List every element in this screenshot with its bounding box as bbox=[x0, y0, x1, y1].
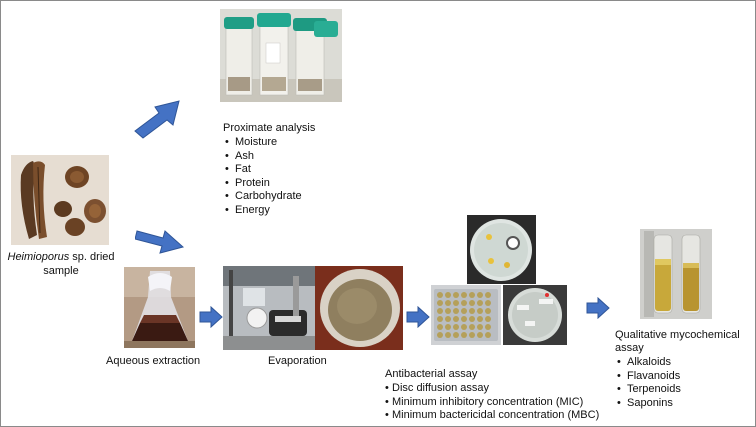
list-item: Protein bbox=[223, 177, 315, 191]
list-item: Moisture bbox=[223, 136, 315, 150]
antibacterial-title: Antibacterial assay bbox=[385, 368, 478, 380]
arrow-to-mycochemical bbox=[586, 297, 610, 319]
arrow-to-proximate bbox=[134, 100, 180, 139]
arrow-to-evaporation bbox=[199, 306, 223, 328]
aqueous-extraction-photo bbox=[124, 267, 195, 348]
list-item: Ash bbox=[223, 150, 315, 164]
sample-caption: Heimioporus sp. dried sample bbox=[5, 250, 117, 278]
list-item: Energy bbox=[223, 204, 315, 218]
antibacterial-block: Antibacterial assay Disc diffusion assay… bbox=[385, 368, 599, 423]
evaporated-extract-photo bbox=[315, 266, 403, 350]
arrow-to-extraction bbox=[135, 230, 185, 254]
microplate-photo bbox=[431, 285, 501, 345]
dried-sample-photo bbox=[11, 155, 109, 245]
list-item: Minimum bactericidal concentration (MBC) bbox=[385, 409, 599, 423]
genus-name: Heimioporus bbox=[7, 251, 70, 263]
proximate-vials-photo bbox=[220, 9, 342, 102]
mycochemical-title-line1: Qualitative mycochemical bbox=[615, 329, 740, 341]
proximate-block: Proximate analysis Moisture Ash Fat Prot… bbox=[223, 122, 315, 218]
list-item: Fat bbox=[223, 163, 315, 177]
proximate-list: Moisture Ash Fat Protein Carbohydrate En… bbox=[223, 136, 315, 218]
list-item: Saponins bbox=[615, 397, 740, 411]
antibacterial-list: Disc diffusion assay Minimum inhibitory … bbox=[385, 382, 599, 423]
list-item: Carbohydrate bbox=[223, 190, 315, 204]
list-item: Disc diffusion assay bbox=[385, 382, 599, 396]
disc-diffusion-plate-photo bbox=[467, 215, 536, 284]
agar-plate-photo bbox=[503, 285, 567, 345]
rotary-evaporator-photo bbox=[223, 266, 315, 350]
evaporation-label: Evaporation bbox=[268, 355, 327, 367]
proximate-title: Proximate analysis bbox=[223, 122, 316, 134]
list-item: Minimum inhibitory concentration (MIC) bbox=[385, 396, 599, 410]
list-item: Terpenoids bbox=[615, 383, 740, 397]
aqueous-extraction-label: Aqueous extraction bbox=[106, 355, 201, 367]
list-item: Flavanoids bbox=[615, 370, 740, 384]
arrow-to-antibacterial bbox=[406, 306, 430, 328]
sample-caption-line2: sample bbox=[43, 265, 79, 277]
mycochemical-title-line2: assay bbox=[615, 342, 644, 354]
sample-caption-rest: sp. dried bbox=[69, 251, 115, 263]
list-item: Alkaloids bbox=[615, 356, 740, 370]
mycochemical-tubes-photo bbox=[640, 229, 712, 319]
mycochemical-list: Alkaloids Flavanoids Terpenoids Saponins bbox=[615, 356, 740, 410]
mycochemical-block: Qualitative mycochemical assay Alkaloids… bbox=[615, 329, 740, 410]
